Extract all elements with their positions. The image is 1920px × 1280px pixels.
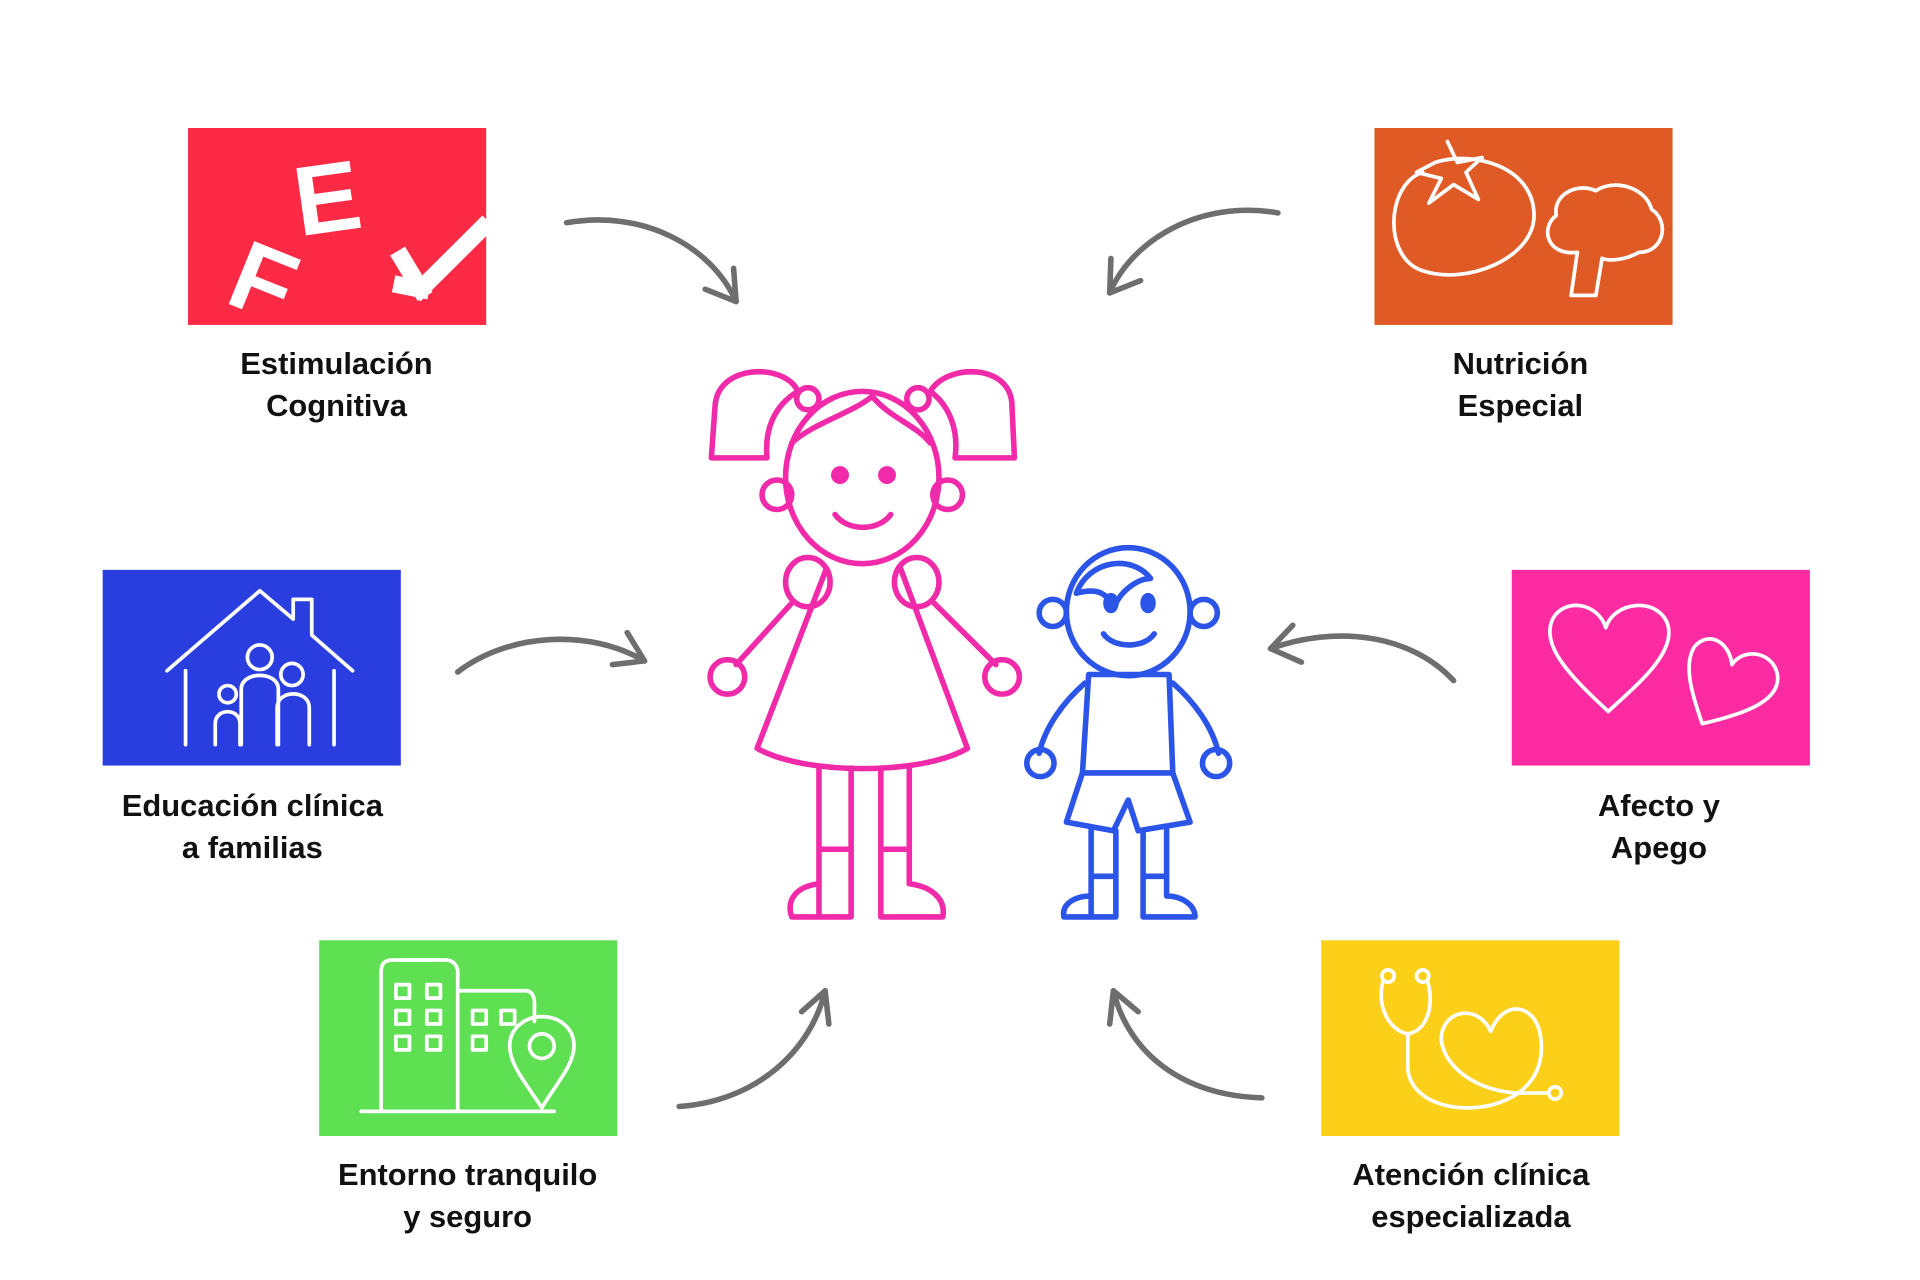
card-afecto: Afecto y Apego — [1511, 569, 1810, 865]
card-tile — [1374, 128, 1673, 325]
arrow-icon — [1106, 207, 1281, 296]
card-tile — [1321, 940, 1620, 1136]
card-label-line1: Educación clínica — [122, 788, 384, 823]
card-label-line1: Entorno tranquilo — [338, 1157, 597, 1192]
arrow-icon — [1267, 622, 1457, 684]
arrow-icon — [676, 988, 832, 1110]
card-entorno: Entorno tranquilo y seguro — [319, 940, 618, 1234]
card-label-line1: Atención clínica — [1352, 1157, 1590, 1192]
arrows — [454, 207, 1457, 1110]
buildings-location-icon — [359, 958, 576, 1114]
card-atencion: Atención clínica especializada — [1321, 940, 1620, 1234]
card-label-line1: Estimulación — [240, 346, 432, 381]
card-tile — [319, 940, 618, 1136]
card-tile — [1511, 569, 1810, 766]
card-tile — [188, 128, 487, 325]
boy-figure — [1024, 544, 1233, 920]
stethoscope-heart-icon — [1379, 968, 1564, 1110]
card-label-line2: y seguro — [403, 1199, 532, 1234]
tomato-broccoli-icon — [1392, 139, 1665, 298]
girl-figure — [707, 369, 1023, 920]
card-estimulacion: F E Estimulación Cognitiva — [188, 128, 495, 423]
card-label-line2: especializada — [1371, 1199, 1571, 1234]
card-label-line1: Nutrición — [1453, 346, 1589, 381]
hearts-icon — [1547, 603, 1780, 726]
arrow-icon — [454, 629, 648, 675]
card-educacion: Educación clínica a familias — [102, 569, 401, 865]
card-label-line2: Cognitiva — [266, 388, 408, 423]
card-nutricion: Nutrición Especial — [1374, 128, 1673, 423]
card-label-line2: a familias — [182, 830, 323, 865]
card-label-line1: Afecto y — [1598, 788, 1720, 823]
card-label-line2: Especial — [1458, 388, 1583, 423]
arrow-icon — [1106, 988, 1265, 1101]
svg-text:E: E — [287, 139, 368, 257]
card-label-line2: Apego — [1611, 830, 1707, 865]
family-house-icon — [165, 588, 355, 747]
arrow-icon — [563, 217, 739, 305]
